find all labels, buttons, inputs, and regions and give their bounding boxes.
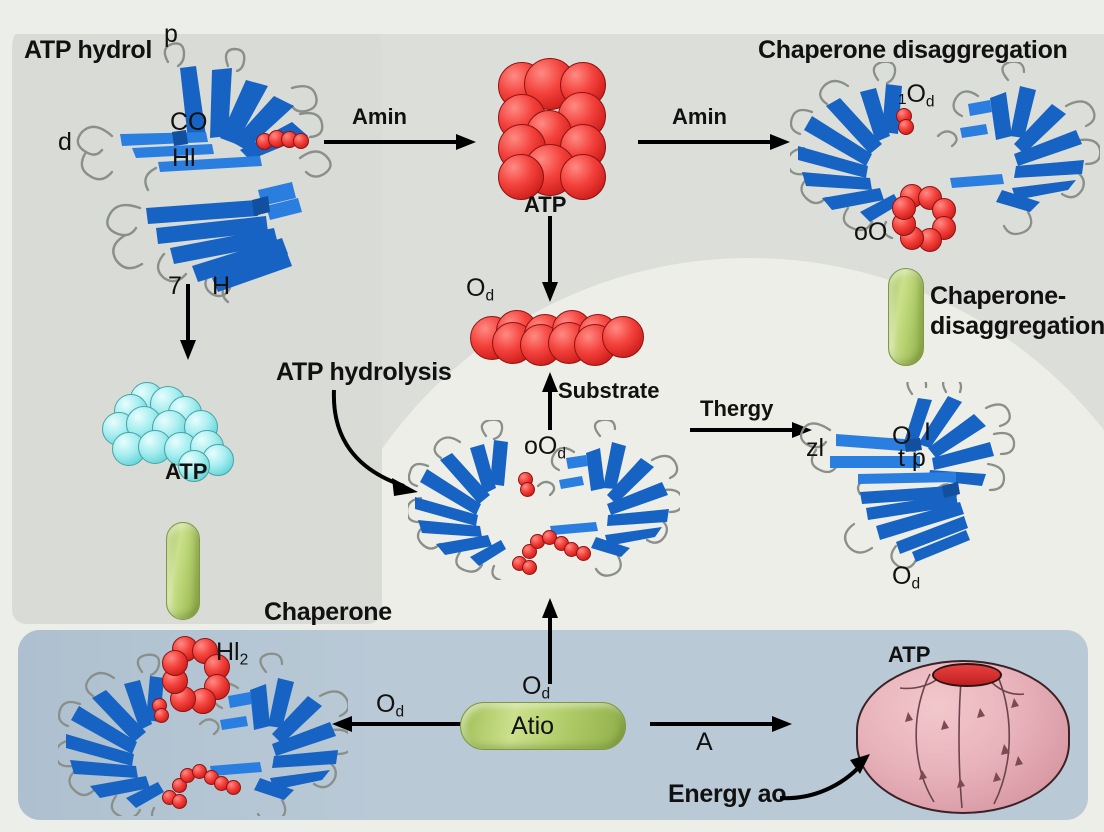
- annotation-hl2: Hl2: [216, 638, 249, 669]
- annotation-od-center-top: Od: [466, 274, 495, 305]
- arrow-label-od-bottom-center: Od: [522, 672, 551, 703]
- arrow-amin-right: [638, 134, 790, 150]
- annotation-zl: zl: [806, 434, 825, 462]
- molecule-label-atp-vesicle: ATP: [888, 642, 931, 667]
- annotation-hl: Hl: [172, 144, 196, 172]
- annotation-h-bottom: H: [212, 272, 231, 300]
- label-atio: Atio: [511, 712, 555, 740]
- background-top-strip: [0, 0, 1104, 34]
- arrow-label-a-bottom: A: [696, 728, 713, 756]
- label-energy-ao: Energy ao: [668, 780, 787, 808]
- annotation-d: d: [58, 128, 72, 156]
- arrow-curved-energy-ao: [779, 754, 870, 801]
- arrow-down-atp-to-substrate: [542, 216, 558, 302]
- atio-capsule: [460, 702, 626, 750]
- annotation-o-right: O: [892, 422, 912, 450]
- molecule-label-atp-cyan: ATP: [165, 459, 208, 484]
- annotation-p: p: [164, 20, 178, 48]
- protein-complex-bottom-left: [58, 652, 348, 816]
- annotation-od-right: Od: [892, 562, 921, 593]
- arrow-down-left: [180, 284, 196, 360]
- arrow-right-a-bottom: [650, 716, 792, 732]
- chaperone-capsule-left: [166, 522, 200, 620]
- protein-complex-top-right: [790, 62, 1100, 240]
- arrow-label-od-bottom-left: Od: [376, 690, 405, 721]
- arrow-up-od-bottom-center: [542, 598, 558, 684]
- protein-complex-center: [408, 420, 680, 580]
- protein-folded-right: [800, 382, 1016, 570]
- label-atp-hydrolysis: ATP hydrolysis: [276, 358, 452, 386]
- page-title-atp-hydrol: ATP hydrol: [24, 36, 153, 64]
- arrow-label-substrate: Substrate: [558, 378, 660, 403]
- arrow-label-amin-right: Amin: [672, 104, 727, 129]
- protein-complex-top-left: [76, 42, 332, 304]
- annotation-co: CO: [170, 108, 208, 136]
- arrow-thergy: [690, 422, 812, 438]
- arrow-left-od-bottom: [332, 716, 464, 732]
- annotation-od-top-right: ₁Od: [898, 80, 935, 111]
- arrow-amin-left: [324, 134, 476, 150]
- annotation-ood-center: oOd: [524, 432, 566, 463]
- arrow-curved-atp-hydrolysis: [331, 389, 418, 496]
- arrow-label-thergy: Thergy: [700, 396, 774, 421]
- label-chaperone-disaggregation-line2: disaggregation: [930, 312, 1104, 340]
- label-chaperone: Chaperone: [264, 598, 392, 626]
- annotation-tp-right: t p: [898, 444, 926, 472]
- arrow-up-substrate: [542, 372, 558, 430]
- label-chaperone-disaggregation-line1: Chaperone-: [930, 282, 1066, 310]
- page-title-chaperone-disaggregation: Chaperone disaggregation: [758, 36, 1068, 64]
- chaperone-capsule-right: [888, 268, 924, 366]
- vesicle-pore: [932, 663, 1002, 687]
- annotation-i-right: I: [924, 418, 931, 446]
- molecule-label-atp-top: ATP: [524, 192, 567, 217]
- arrow-label-seven: 7: [168, 272, 182, 300]
- annotation-oo-top-right: oO: [854, 218, 888, 246]
- arrow-label-amin-left: Amin: [352, 104, 407, 129]
